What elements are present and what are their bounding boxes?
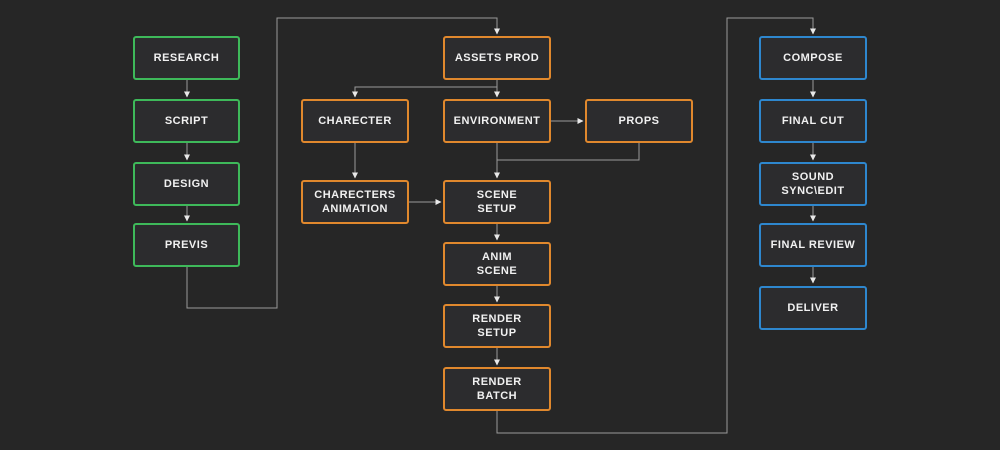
node-label-line: FINAL REVIEW [770, 239, 856, 251]
node-label-line: RENDER [472, 313, 522, 325]
node-assets-prod: ASSETS PROD [443, 36, 551, 80]
node-label-line: ANIM [481, 251, 513, 263]
node-sound-sync-edit: SOUND SYNC\EDIT [759, 162, 867, 206]
node-render-batch: RENDER BATCH [443, 367, 551, 411]
node-label-line: ANIMATION [321, 203, 388, 215]
node-final-cut: FINAL CUT [759, 99, 867, 143]
node-label-line: RENDER [472, 376, 522, 388]
node-deliver: DELIVER [759, 286, 867, 330]
node-label-line: SCENE [476, 189, 518, 201]
node-label-line: CHARECTER [318, 115, 392, 127]
edge-render-batch-to-compose [496, 17, 816, 434]
node-final-review: FINAL REVIEW [759, 223, 867, 267]
node-label-line: PREVIS [164, 239, 209, 251]
node-environment: ENVIRONMENT [443, 99, 551, 143]
node-charecters-animation: CHARECTERS ANIMATION [301, 180, 409, 224]
node-label-line: ENVIRONMENT [453, 115, 541, 127]
node-label-line: PROPS [618, 115, 660, 127]
node-design: DESIGN [133, 162, 240, 206]
node-label-line: SCENE [476, 265, 518, 277]
edge-assets-prod-to-charecter [352, 86, 497, 98]
node-previs: PREVIS [133, 223, 240, 267]
node-label-line: DELIVER [787, 302, 839, 314]
node-render-setup: RENDER SETUP [443, 304, 551, 348]
node-label-line: RESEARCH [153, 52, 220, 64]
node-label-line: SETUP [477, 203, 517, 215]
node-compose: COMPOSE [759, 36, 867, 80]
node-label-line: SYNC\EDIT [781, 185, 845, 197]
node-label-line: BATCH [476, 390, 518, 402]
node-label-line: DESIGN [163, 178, 210, 190]
node-research: RESEARCH [133, 36, 240, 80]
node-label-line: SOUND [791, 171, 835, 183]
node-label-line: SCRIPT [164, 115, 209, 127]
edge-previs-to-assets-prod [186, 17, 500, 309]
node-scene-setup: SCENE SETUP [443, 180, 551, 224]
node-label-line: ASSETS PROD [454, 52, 540, 64]
node-charecter: CHARECTER [301, 99, 409, 143]
edge-props-to-scene-setup [497, 143, 640, 161]
node-label-line: FINAL CUT [781, 115, 845, 127]
node-label-line: CHARECTERS [314, 189, 396, 201]
node-script: SCRIPT [133, 99, 240, 143]
node-label-line: COMPOSE [783, 52, 843, 64]
node-props: PROPS [585, 99, 693, 143]
node-label-line: SETUP [477, 327, 517, 339]
node-anim-scene: ANIM SCENE [443, 242, 551, 286]
